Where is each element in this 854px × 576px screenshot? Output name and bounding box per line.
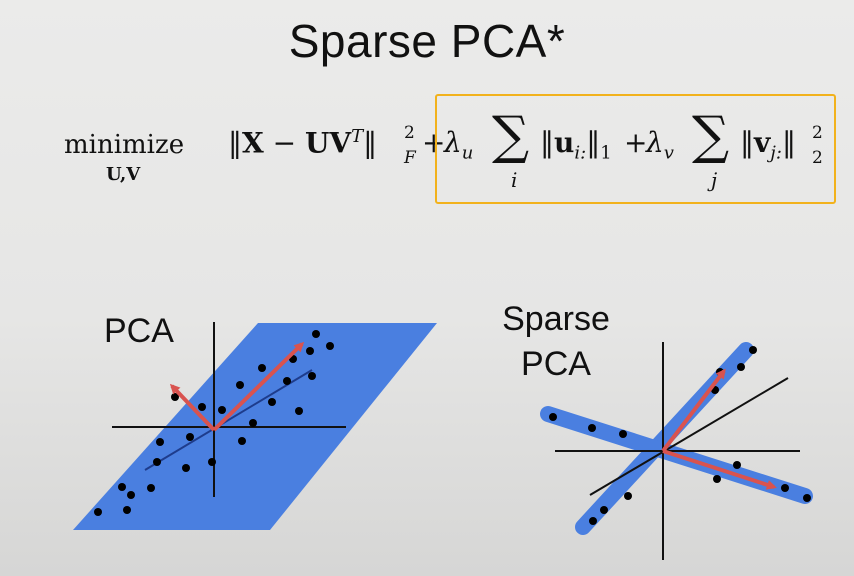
sparse-component-arrow-2 [662,449,777,490]
sparse-point [733,461,741,469]
lambda-u: λu [444,126,474,164]
pca-point [326,342,334,350]
pca-point [156,438,164,446]
pca-point [118,483,126,491]
sparse-pca-label-line1: Sparse [502,300,610,338]
sparse-point [588,424,596,432]
minimize-word: minimize [64,130,185,160]
objective-equation: minimize U,V ‖X − UVT‖ 2 F + λu ∑ i ‖ui:… [0,88,854,218]
pca-point [249,419,257,427]
pca-point [295,407,303,415]
sparse-diagonal-axis [589,377,789,496]
sparse-point [589,517,597,525]
slide-title: Sparse PCA* [288,15,566,67]
pca-point [236,381,244,389]
sparse-point [781,484,789,492]
sparse-point [803,494,811,502]
sparse-point [600,506,608,514]
pca-point [312,330,320,338]
pca-point [208,458,216,466]
pca-principal-line [144,369,313,471]
pca-label: PCA [104,312,174,350]
sparse-pca-label-line2: PCA [521,345,591,383]
regularizer-highlight-box [435,94,836,204]
pca-point [308,372,316,380]
plus-sign-2: + [624,126,648,159]
sum-index-i: i [511,168,518,192]
plus-sign: + [422,126,446,159]
pca-point [147,484,155,492]
pca-component-arrow-2 [169,383,216,432]
sum-symbol-j: ∑ [692,106,730,166]
pca-point [153,458,161,466]
pca-component-arrow-1 [212,341,305,432]
v-norm-exponent: 2 [812,123,823,143]
pca-point [94,508,102,516]
pca-point [306,347,314,355]
sum-index-j: j [711,168,718,192]
sparse-point [619,430,627,438]
minimize-variables: U,V [106,164,141,185]
sparse-point [749,346,757,354]
pca-point [218,406,226,414]
pca-point [123,506,131,514]
sparse-point [549,413,557,421]
sum-symbol-i: ∑ [492,106,530,166]
v-norm-term: ‖vj:‖ [740,126,796,164]
lambda-v: λv [646,126,674,164]
frobenius-subscript: F [404,148,416,168]
pca-data-points [94,330,334,516]
pca-point [268,398,276,406]
pca-point [171,393,179,401]
pca-point [182,464,190,472]
sparse-point [737,363,745,371]
frobenius-term: ‖X − UVT‖ [228,126,378,160]
pca-point [198,403,206,411]
pca-point [238,437,246,445]
sparse-component-arrow-1 [661,368,726,453]
sparse-point [624,492,632,500]
u-norm-term: ‖ui:‖1 [540,126,612,164]
pca-point [186,433,194,441]
v-norm-subscript: 2 [812,148,823,168]
pca-point [258,364,266,372]
pca-point [283,377,291,385]
pca-point [127,491,135,499]
sparse-point [713,475,721,483]
frobenius-exponent: 2 [404,123,415,143]
